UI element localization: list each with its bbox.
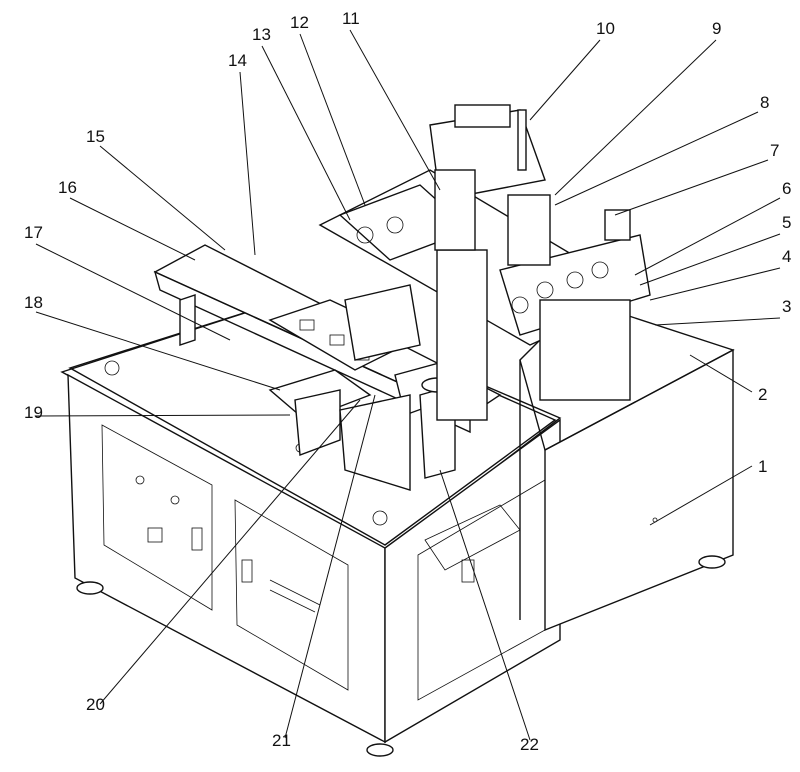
reference-numeral-12: 12	[290, 13, 309, 32]
reference-numeral-20: 20	[86, 695, 105, 714]
leader-line-7	[614, 159, 769, 216]
reference-numeral-4: 4	[782, 247, 791, 266]
reference-numeral-11: 11	[342, 9, 360, 28]
leader-line-2	[689, 354, 753, 393]
leader-line-12	[299, 33, 366, 206]
leader-line-3	[654, 317, 781, 326]
reference-numeral-1: 1	[758, 457, 767, 476]
leader-line-22	[439, 469, 531, 741]
leader-line-8	[554, 111, 759, 206]
reference-numeral-9: 9	[712, 19, 721, 38]
reference-numeral-10: 10	[596, 19, 615, 38]
reference-numeral-17: 17	[24, 223, 43, 242]
leader-line-10	[529, 39, 601, 121]
reference-numeral-14: 14	[228, 51, 247, 70]
reference-numeral-16: 16	[58, 178, 77, 197]
leader-line-16	[69, 197, 196, 261]
reference-numeral-15: 15	[86, 127, 105, 146]
leader-line-4	[649, 267, 781, 301]
leader-line-20	[99, 399, 361, 705]
scara-robot	[318, 104, 651, 421]
leader-line-14	[239, 71, 256, 256]
leader-line-15	[99, 145, 226, 251]
reference-numeral-3: 3	[782, 297, 791, 316]
reference-numeral-19: 19	[24, 403, 43, 422]
reference-numeral-5: 5	[782, 213, 791, 232]
leader-line-9	[554, 39, 717, 196]
leader-line-18	[35, 311, 281, 391]
reference-numeral-22: 22	[520, 735, 539, 754]
leader-line-21	[284, 394, 376, 739]
leader-line-6	[634, 197, 781, 276]
reference-numeral-7: 7	[770, 141, 779, 160]
leader-line-13	[261, 45, 351, 221]
reference-numeral-2: 2	[758, 385, 767, 404]
leader-line-17	[35, 243, 231, 341]
leader-line-1	[649, 465, 753, 526]
leader-line-19	[35, 414, 291, 417]
reference-numeral-21: 21	[272, 731, 291, 750]
reference-numeral-6: 6	[782, 179, 791, 198]
reference-numeral-18: 18	[24, 293, 43, 312]
reference-numeral-8: 8	[760, 93, 769, 112]
leader-line-5	[639, 233, 781, 286]
reference-numeral-13: 13	[252, 25, 271, 44]
leader-line-11	[349, 29, 441, 191]
